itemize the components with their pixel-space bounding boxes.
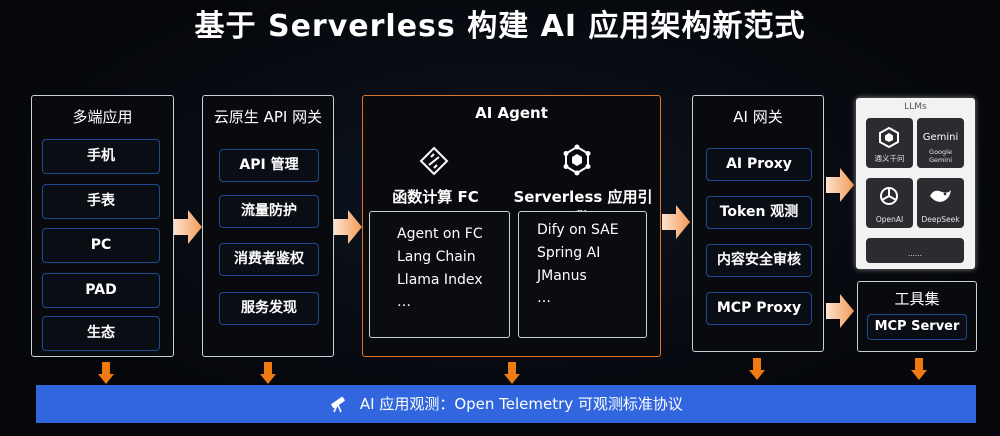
gemini-icon: Gemini xyxy=(922,132,959,143)
multi-app-item-watch[interactable]: 手表 xyxy=(42,184,160,219)
ai-gateway-panel: AI 网关 AI Proxy Token 观测 内容安全审核 MCP Proxy xyxy=(692,95,824,352)
llm-name: 通义千问 xyxy=(874,154,905,163)
fc-list-item: Llama Index xyxy=(397,272,483,288)
observability-label: AI 应用观测：Open Telemetry 可观测标准协议 xyxy=(359,395,683,413)
page-title: 基于 Serverless 构建 AI 应用架构新范式 xyxy=(194,9,806,44)
engine-list-item: Spring AI xyxy=(537,245,601,261)
serverless-engine-icon xyxy=(563,144,591,176)
cloud-gateway-panel: 云原生 API 网关 API 管理 流量防护 消费者鉴权 服务发现 xyxy=(202,95,334,357)
multi-app-item-pad[interactable]: PAD xyxy=(42,273,160,308)
cloud-gateway-item-service-discovery[interactable]: 服务发现 xyxy=(219,292,319,325)
arrow-right-app-to-gateway xyxy=(174,210,202,244)
observability-bar: AI 应用观测：Open Telemetry 可观测标准协议 xyxy=(36,385,976,423)
multi-app-item-pc[interactable]: PC xyxy=(42,228,160,263)
ai-agent-panel: AI Agent 函数计算 FC Serverless 应用引擎 Agent o… xyxy=(362,95,661,357)
arrow-down-app xyxy=(98,362,114,384)
fc-list-item: Agent on FC xyxy=(397,226,483,242)
function-compute-title: 函数计算 FC xyxy=(392,188,479,206)
engine-list-item: JManus xyxy=(537,268,587,284)
llm-card-deepseek[interactable]: DeepSeek xyxy=(917,178,964,228)
llm-name: DeepSeek xyxy=(921,215,960,224)
llm-name: OpenAI xyxy=(875,215,904,224)
ai-agent-title: AI Agent xyxy=(475,104,548,122)
fc-list-item: … xyxy=(397,294,411,310)
llm-card-more[interactable]: …… xyxy=(866,238,964,263)
function-compute-icon xyxy=(419,146,449,176)
function-compute-list: Agent on FC Lang Chain Llama Index … xyxy=(369,211,510,338)
fc-list-item: Lang Chain xyxy=(397,249,476,265)
ai-gateway-item-ai-proxy[interactable]: AI Proxy xyxy=(706,148,812,181)
tools-title: 工具集 xyxy=(894,290,940,308)
arrow-down-agent xyxy=(504,362,520,384)
multi-app-item-phone[interactable]: 手机 xyxy=(42,139,160,174)
arrow-right-agent-to-ai-gateway xyxy=(662,205,690,239)
tongyi-icon xyxy=(879,126,899,148)
multi-app-panel: 多端应用 手机 手表 PC PAD 生态 xyxy=(31,95,174,357)
arrow-down-gateway xyxy=(260,362,276,384)
multi-app-title: 多端应用 xyxy=(72,108,133,126)
llm-card-openai[interactable]: OpenAI xyxy=(866,178,913,228)
ai-gateway-item-content-security[interactable]: 内容安全审核 xyxy=(706,244,812,277)
multi-app-item-ecosystem[interactable]: 生态 xyxy=(42,316,160,351)
llm-name: Google Gemini xyxy=(928,148,953,164)
deepseek-icon xyxy=(930,190,951,202)
cloud-gateway-title: 云原生 API 网关 xyxy=(213,108,323,126)
llm-more-label: …… xyxy=(908,250,922,258)
serverless-engine-list: Dify on SAE Spring AI JManus … xyxy=(518,211,647,338)
ai-gateway-item-mcp-proxy[interactable]: MCP Proxy xyxy=(706,292,812,325)
llm-card-gemini[interactable]: Gemini Google Gemini xyxy=(917,118,964,168)
cloud-gateway-item-consumer-auth[interactable]: 消费者鉴权 xyxy=(219,243,319,276)
arrow-right-gateway-to-agent xyxy=(334,210,362,244)
llms-panel: LLMs 通义千问 Gemini Google Gemini OpenAI De… xyxy=(856,98,975,269)
engine-list-item: … xyxy=(537,290,551,306)
telescope-icon xyxy=(331,396,345,413)
arrow-right-to-tools xyxy=(826,294,854,328)
cloud-gateway-item-traffic-protection[interactable]: 流量防护 xyxy=(219,195,319,228)
ai-gateway-item-token-observe[interactable]: Token 观测 xyxy=(706,196,812,229)
engine-list-item: Dify on SAE xyxy=(537,222,619,238)
openai-icon xyxy=(880,187,898,205)
arrow-right-to-llms xyxy=(826,168,854,202)
llm-card-tongyi[interactable]: 通义千问 xyxy=(866,118,913,168)
arrow-down-tools xyxy=(911,358,927,380)
llms-title: LLMs xyxy=(904,102,927,112)
cloud-gateway-item-api-management[interactable]: API 管理 xyxy=(219,149,319,182)
ai-gateway-title: AI 网关 xyxy=(733,108,783,126)
tools-panel: 工具集 MCP Server xyxy=(857,281,977,352)
arrow-down-ai-gateway xyxy=(749,358,765,380)
tools-item-mcp-server[interactable]: MCP Server xyxy=(867,314,967,340)
